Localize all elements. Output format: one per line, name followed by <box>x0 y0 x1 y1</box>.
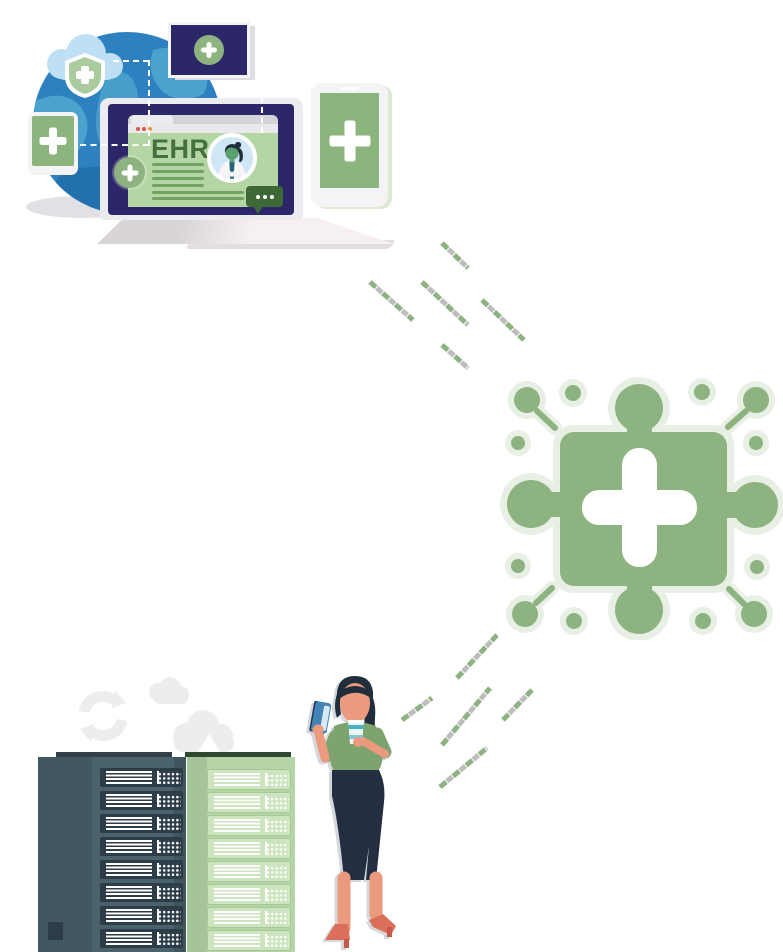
connector-dash <box>501 688 534 722</box>
skirt <box>332 770 385 880</box>
connector-dash <box>400 695 434 723</box>
connector-dash <box>501 688 534 722</box>
server-unit <box>100 814 183 833</box>
rack-chip <box>48 922 63 940</box>
medical-cross-icon <box>32 116 74 166</box>
dashed-map-line <box>80 144 149 146</box>
connector-dash <box>438 746 489 789</box>
shield-check-icon <box>65 53 105 98</box>
cloud-sync-group <box>78 677 234 754</box>
ehr-title: EHR <box>151 134 210 164</box>
server-unit <box>208 839 290 858</box>
text-line <box>152 163 204 166</box>
browser-tabbar <box>128 115 278 124</box>
laptop-base <box>97 218 394 244</box>
connector-dash <box>440 686 492 747</box>
medical-cross-icon <box>114 157 145 188</box>
server-unit <box>208 816 290 835</box>
blouse <box>330 722 383 773</box>
molecule-dots <box>511 384 764 629</box>
server-unit <box>208 885 290 904</box>
connector-dash <box>420 280 470 327</box>
connector-dash <box>440 241 470 270</box>
server-unit <box>208 862 290 881</box>
browser-window: EHR <box>128 115 278 207</box>
text-line <box>152 170 204 173</box>
connector-dash <box>368 280 415 322</box>
server-unit <box>100 929 183 948</box>
server-unit <box>208 793 290 812</box>
rack-top-bar <box>185 752 291 757</box>
tablet <box>28 112 78 175</box>
connector-dash <box>440 241 470 270</box>
puzzle-cross-icon <box>582 448 697 567</box>
server-unit <box>208 770 290 789</box>
connector-dash <box>455 633 499 680</box>
medical-cross-badge <box>114 157 145 188</box>
laptop: EHR <box>100 98 303 220</box>
tablet-screen <box>32 116 74 166</box>
medical-cross-icon <box>194 35 224 65</box>
dashed-map-line <box>113 60 149 62</box>
server-unit <box>100 906 183 925</box>
text-line <box>152 184 204 187</box>
small-cloud-icon <box>149 677 189 704</box>
connector-dash <box>438 746 489 789</box>
doctor-illustration <box>211 137 253 179</box>
medical-cross-badge <box>194 35 224 65</box>
server-unit <box>208 908 290 927</box>
browser-buttons-icon <box>136 127 140 131</box>
medical-cross-icon <box>320 93 379 188</box>
server-unit <box>208 931 290 950</box>
shoes <box>325 914 396 948</box>
woman-with-phone <box>309 676 396 948</box>
refresh-arrows-icon <box>78 690 128 742</box>
server-unit <box>100 860 183 879</box>
connector-dash <box>440 686 492 747</box>
connector-dash <box>440 343 470 370</box>
connector-dash <box>368 280 415 322</box>
server-rack-green <box>187 757 295 952</box>
server-rack-dark <box>38 757 186 952</box>
browser-toolbar <box>128 124 278 133</box>
connector-dash <box>400 695 434 723</box>
smartphone <box>311 83 388 207</box>
text-line <box>152 177 204 180</box>
server-unit <box>100 837 183 856</box>
server-unit <box>100 768 183 787</box>
doctor-avatar <box>207 133 257 183</box>
dashed-map-line <box>148 60 150 146</box>
cloud-sync-icon <box>173 710 234 754</box>
text-line <box>152 197 244 200</box>
connector-dash <box>480 298 526 342</box>
rack-top-bar <box>56 752 172 757</box>
dashed-map-line <box>261 97 263 133</box>
chat-dots-icon <box>246 186 283 214</box>
connector-dash <box>440 343 470 370</box>
monitor-card <box>168 22 250 78</box>
browser-tab <box>131 115 173 124</box>
connector-dash <box>480 298 526 342</box>
server-unit <box>100 791 183 810</box>
connector-dash <box>455 633 499 680</box>
server-unit <box>100 883 183 902</box>
connector-dash <box>420 280 470 327</box>
text-line <box>152 191 244 194</box>
integration-puzzle <box>500 377 783 640</box>
molecule-pins <box>512 387 769 627</box>
smartphone-screen <box>320 93 379 188</box>
